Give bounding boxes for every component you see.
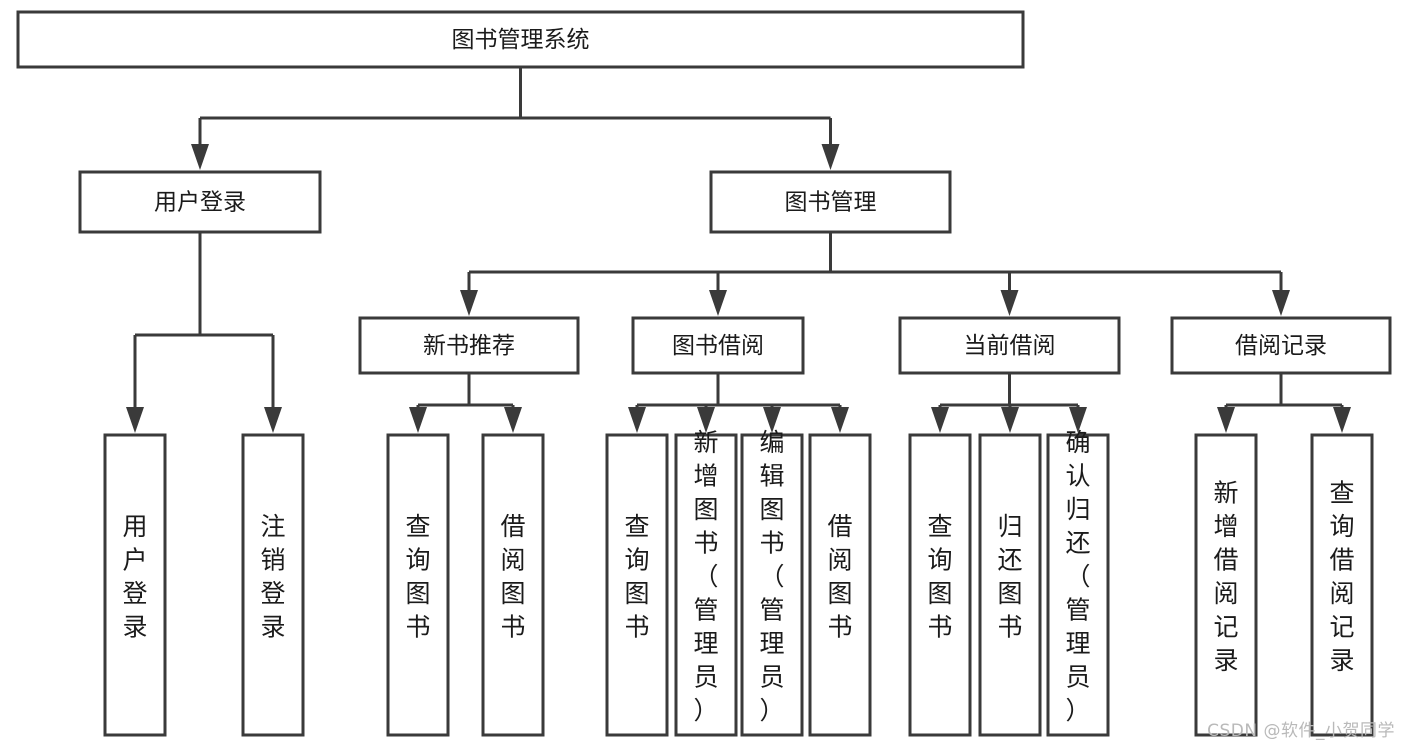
arrow-head-icon [1069,407,1087,433]
node-l4-borrow-book-a[interactable]: 借阅图书 [481,433,545,737]
node-l2-book-manage[interactable]: 图书管理 [709,170,952,234]
node-box[interactable] [386,433,450,737]
arrow-head-icon [409,407,427,433]
node-box[interactable] [241,433,305,737]
arrow-head-icon [1001,407,1019,433]
node-box[interactable] [1046,433,1110,737]
node-box[interactable] [808,433,872,737]
node-label: 编辑图书（管理员） [759,428,784,725]
arrow-head-icon [709,290,727,316]
arrow-head-icon [697,407,715,433]
node-box[interactable] [674,433,738,737]
node-label: 确认归还（管理员） [1065,428,1090,725]
node-l4-edit-book[interactable]: 编辑图书（管理员） [740,428,804,737]
arrow-head-icon [1272,290,1290,316]
node-label: 用户登录 [154,190,246,216]
arrow-head-icon [628,407,646,433]
arrow-head-icon [1217,407,1235,433]
node-l3-borrow-record[interactable]: 借阅记录 [1170,316,1392,375]
node-box[interactable] [78,170,322,234]
node-layer: 图书管理系统用户登录图书管理新书推荐图书借阅当前借阅借阅记录用户登录注销登录查询… [16,10,1392,737]
node-l4-query-book-a[interactable]: 查询图书 [386,433,450,737]
node-box[interactable] [631,316,805,375]
node-label: 图书借阅 [672,333,764,359]
node-label: 图书管理 [785,190,877,216]
node-l2-user-login[interactable]: 用户登录 [78,170,322,234]
node-label: 新增借阅记录 [1213,478,1238,675]
node-box[interactable] [605,433,669,737]
node-label: 当前借阅 [964,333,1056,359]
node-label: 新增图书（管理员） [693,428,718,725]
node-box[interactable] [1170,316,1392,375]
node-box[interactable] [103,433,167,737]
node-l4-add-book[interactable]: 新增图书（管理员） [674,428,738,737]
node-label: 查询图书 [927,512,952,642]
arrow-head-icon [1000,290,1019,316]
node-label: 借阅图书 [500,512,525,642]
arrow-head-icon [1333,407,1351,433]
node-label: 归还图书 [997,512,1022,642]
node-box[interactable] [358,316,580,375]
node-l4-query-record[interactable]: 查询借阅记录 [1310,433,1374,737]
node-label: 注销登录 [260,512,285,642]
node-label: 用户登录 [122,512,147,642]
node-l4-add-record[interactable]: 新增借阅记录 [1194,433,1258,737]
arrow-head-icon [831,407,849,433]
node-label: 查询借阅记录 [1329,478,1354,675]
node-l4-query-book-c[interactable]: 查询图书 [908,433,972,737]
node-root[interactable]: 图书管理系统 [16,10,1025,69]
connector-layer [126,67,1351,433]
arrow-head-icon [504,407,522,433]
node-l4-user-login[interactable]: 用户登录 [103,433,167,737]
node-box[interactable] [16,10,1025,69]
arrow-head-icon [264,407,282,433]
node-l4-confirm-return[interactable]: 确认归还（管理员） [1046,428,1110,737]
csdn-watermark: CSDN @软件_小贺同学 [1207,721,1395,741]
node-l3-book-borrow[interactable]: 图书借阅 [631,316,805,375]
node-label: 借阅记录 [1235,333,1327,359]
node-label: 借阅图书 [827,512,852,642]
node-l3-new-book-rec[interactable]: 新书推荐 [358,316,580,375]
node-label: 查询图书 [405,512,430,642]
node-box[interactable] [709,170,952,234]
node-l3-current-borrow[interactable]: 当前借阅 [898,316,1121,375]
node-box[interactable] [978,433,1042,737]
node-box[interactable] [908,433,972,737]
node-box[interactable] [481,433,545,737]
node-l4-user-logout[interactable]: 注销登录 [241,433,305,737]
arrow-head-icon [821,144,840,170]
node-box[interactable] [740,433,804,737]
node-box[interactable] [1194,433,1258,737]
node-label: 新书推荐 [423,333,515,359]
node-box[interactable] [898,316,1121,375]
arrow-head-icon [191,144,209,170]
arrow-head-icon [460,290,478,316]
node-l4-query-book-b[interactable]: 查询图书 [605,433,669,737]
node-l4-borrow-book-b[interactable]: 借阅图书 [808,433,872,737]
arrow-head-icon [126,407,144,433]
node-l4-return-book[interactable]: 归还图书 [978,433,1042,737]
arrow-head-icon [763,407,781,433]
node-box[interactable] [1310,433,1374,737]
arrow-head-icon [931,407,949,433]
node-label: 查询图书 [624,512,649,642]
node-label: 图书管理系统 [452,27,590,53]
